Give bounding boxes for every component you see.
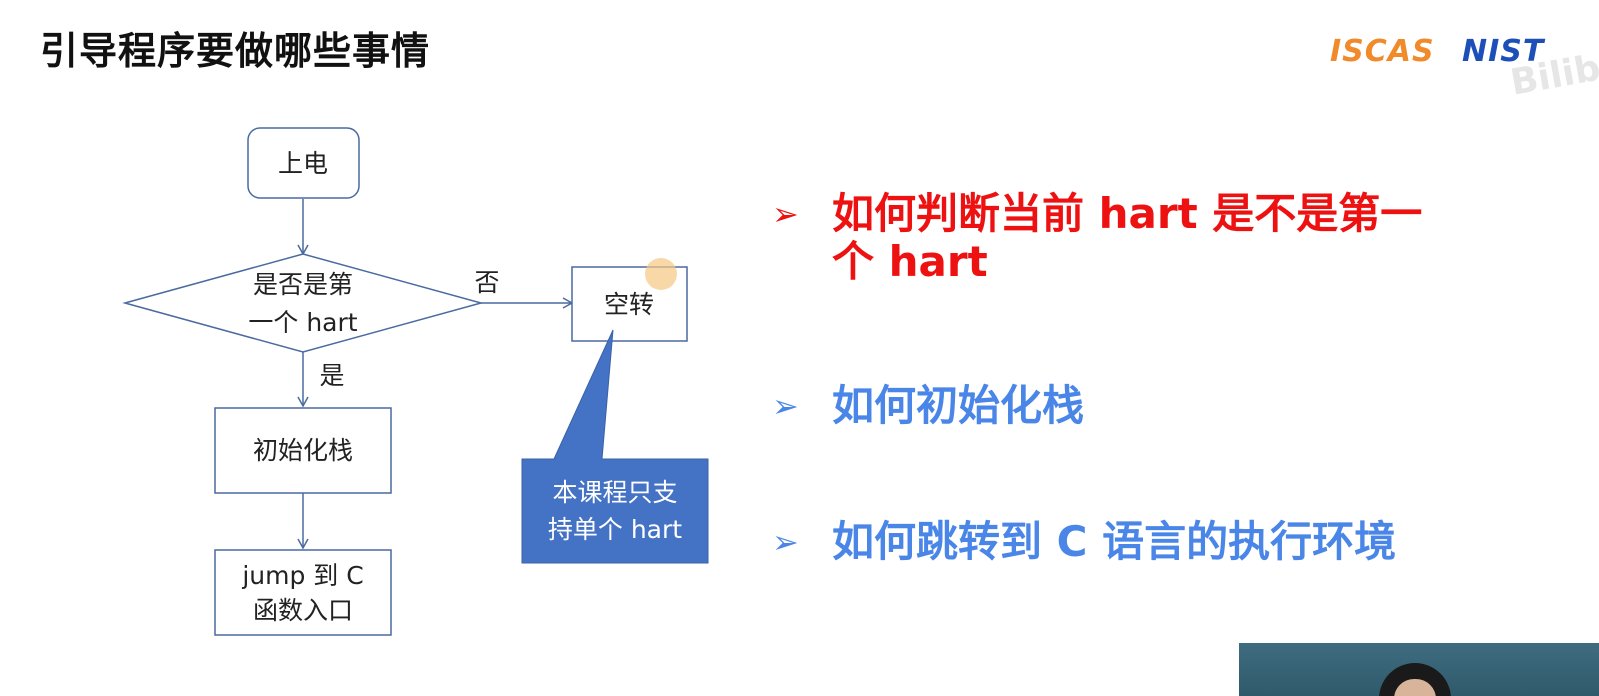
arrow-bullet-icon: ➢: [772, 523, 799, 561]
bullet-text-2: 如何初始化栈: [832, 381, 1085, 430]
bullet-item-2: ➢ 如何初始化栈: [772, 382, 1562, 430]
presenter-face: [1394, 679, 1436, 696]
bullet-item-3: ➢ 如何跳转到 C 语言的执行环境: [772, 518, 1562, 566]
power-on-label: 上电: [278, 149, 328, 178]
init-stack-node: [214, 407, 392, 494]
callout-text-line1: 本课程只支: [552, 478, 677, 507]
branch-no-label: 否: [474, 268, 499, 297]
idle-label: 空转: [604, 290, 654, 319]
bullet-text-3: 如何跳转到 C 语言的执行环境: [832, 517, 1397, 566]
flowchart: 上电 是否是第 一个 hart 否 是 空转 初始化栈 jump 到 C 函数入…: [122, 127, 709, 636]
power-on-node: [247, 127, 360, 199]
arrow-bullet-icon: ➢: [772, 195, 799, 233]
presenter-webcam: [1239, 643, 1599, 696]
decision-node: [122, 253, 484, 353]
nist-logo: NIST: [1462, 34, 1545, 69]
decision-label-line2: 一个 hart: [248, 308, 357, 337]
bullet-text-1: 如何判断当前 hart 是不是第一 个 hart: [832, 190, 1422, 286]
iscas-logo: ISCAS: [1330, 34, 1435, 69]
bullet-text-1-line2: 个 hart: [832, 237, 988, 286]
arrow-bullet-icon: ➢: [772, 387, 799, 425]
branch-yes-label: 是: [319, 361, 344, 390]
slide-title: 引导程序要做哪些事情: [40, 29, 431, 73]
decision-label-line1: 是否是第: [253, 270, 353, 299]
bullet-text-1-line1: 如何判断当前 hart 是不是第一: [832, 189, 1423, 238]
laser-pointer-dot: [645, 258, 677, 290]
init-stack-label: 初始化栈: [253, 436, 353, 465]
jump-label-line2: 函数入口: [253, 596, 353, 625]
jump-label-line1: jump 到 C: [241, 561, 363, 590]
callout-text-line2: 持单个 hart: [548, 515, 682, 544]
callout-bubble: [521, 329, 709, 564]
bullet-item-1: ➢ 如何判断当前 hart 是不是第一 个 hart: [772, 190, 1562, 286]
jump-node: [214, 549, 392, 636]
